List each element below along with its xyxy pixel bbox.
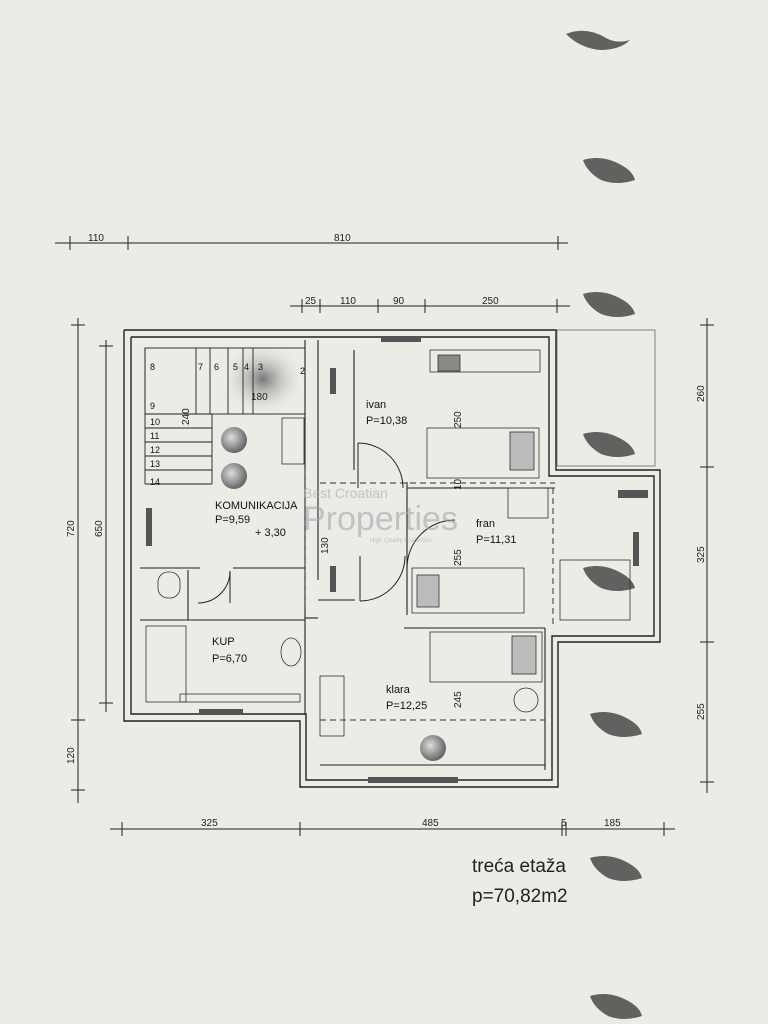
door-swings	[197, 442, 456, 604]
room-area-fran: P=11,31	[476, 534, 516, 546]
floor-title-block: treća etaža p=70,82m2	[472, 852, 568, 912]
stair-step-12: 12	[150, 445, 160, 455]
stair-step-8: 8	[150, 362, 155, 372]
stair-step-6: 6	[214, 362, 219, 372]
dim-interior-245: 245	[453, 691, 464, 708]
dimension-lines	[55, 236, 714, 836]
dim-left-120: 120	[66, 747, 77, 764]
dim-top-25: 25	[305, 296, 317, 307]
stair-step-10: 10	[150, 417, 160, 427]
stair-step-3: 3	[258, 362, 263, 372]
stamp-marks	[566, 30, 642, 1019]
room-name-komunikacija: KOMUNIKACIJA	[215, 500, 298, 512]
stair-step-11: 11	[150, 431, 159, 441]
dim-interior-250: 250	[453, 411, 464, 428]
dim-interior-255: 255	[453, 549, 464, 566]
room-area-klara: P=12,25	[386, 700, 427, 712]
watermark-line3: High Quality Properties	[370, 538, 432, 544]
dim-top-90: 90	[393, 296, 405, 307]
dim-right-255: 255	[696, 703, 707, 720]
room-name-kup: KUP	[212, 636, 235, 648]
watermark: Best Croatian Properties High Quality Pr…	[303, 485, 458, 544]
furniture	[145, 349, 631, 737]
dim-bottom-485: 485	[422, 818, 439, 829]
lamp-icon-2	[221, 463, 247, 489]
staircase	[144, 347, 306, 485]
dim-interior-240: 240	[181, 408, 192, 425]
dashed-lines	[304, 470, 555, 721]
lamp-icon-3	[420, 735, 446, 761]
dim-bottom-185: 185	[604, 818, 621, 829]
room-area-komunikacija: P=9,59	[215, 514, 250, 526]
stair-step-13: 13	[150, 459, 160, 469]
stair-step-7: 7	[198, 362, 203, 372]
outer-walls	[123, 329, 661, 788]
floor-area: p=70,82m2	[472, 886, 568, 907]
stair-step-5: 5	[233, 362, 238, 372]
dim-left-720: 720	[66, 520, 77, 537]
dim-interior-10: 10	[453, 478, 464, 490]
windows	[146, 336, 648, 783]
dim-right-260: 260	[696, 385, 707, 402]
room-area-kup: P=6,70	[212, 653, 247, 665]
dim-top-250: 250	[482, 296, 499, 307]
room-name-ivan: ivan	[366, 399, 386, 411]
dim-interior-130: 130	[320, 537, 331, 554]
dim-left-650: 650	[94, 520, 105, 537]
room-name-klara: klara	[386, 684, 411, 696]
level-mark: + 3,30	[255, 527, 286, 539]
dim-top-110b: 110	[340, 296, 356, 307]
stair-step-14: 14	[150, 477, 160, 487]
watermark-line1: Best Croatian	[303, 485, 388, 501]
dim-top-810: 810	[334, 233, 351, 244]
dim-bottom-325: 325	[201, 818, 218, 829]
stair-step-9: 9	[150, 401, 155, 411]
stair-step-2: 2	[300, 366, 305, 376]
dim-right-325: 325	[696, 546, 707, 563]
room-name-fran: fran	[476, 518, 495, 530]
stair-width-label: 180	[251, 392, 268, 403]
stair-step-4: 4	[244, 362, 249, 372]
dim-bottom-5: 5	[561, 818, 567, 829]
floor-title: treća etaža	[472, 856, 566, 877]
room-area-ivan: P=10,38	[366, 415, 407, 427]
dim-top-110: 110	[88, 233, 104, 244]
interior-walls	[140, 340, 555, 770]
lamp-icon-1	[221, 427, 247, 453]
watermark-line2: Properties	[303, 500, 458, 538]
